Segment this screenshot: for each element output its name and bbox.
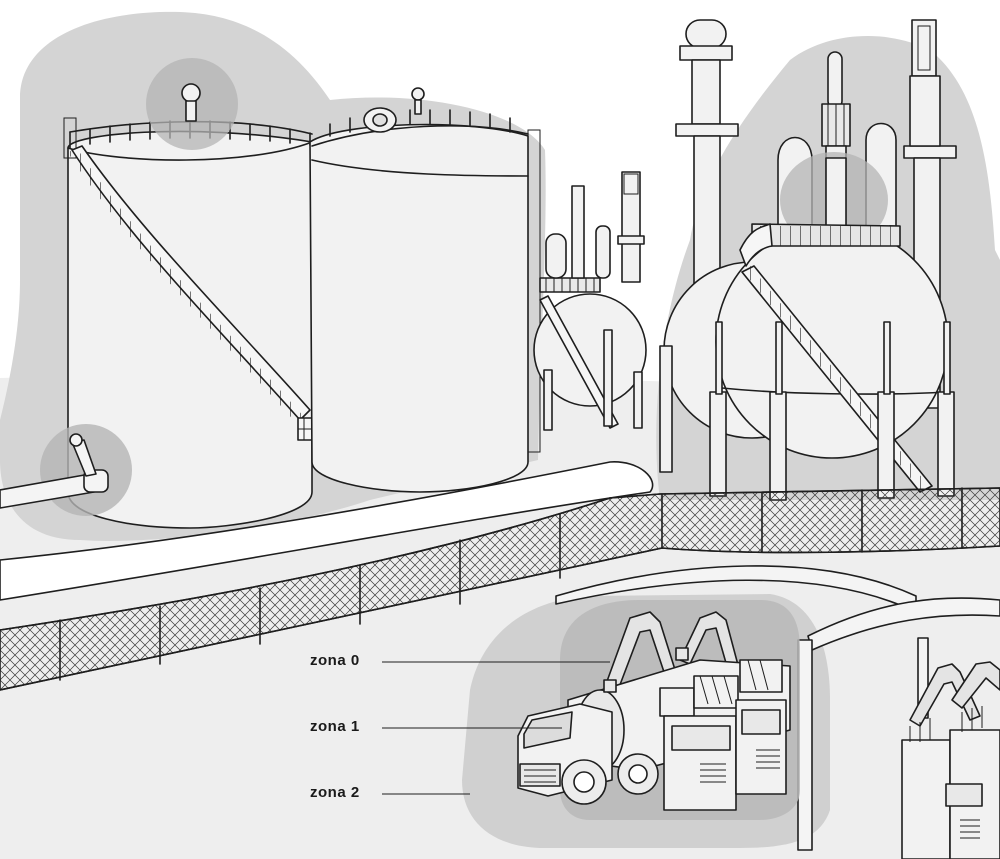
- sphere-tank-far: [533, 171, 647, 431]
- zone-1-label: zona 1: [310, 718, 360, 735]
- zone-2-label: zona 2: [310, 784, 360, 801]
- sphere-tanks-near: [659, 223, 955, 501]
- tanker-truck: [517, 611, 791, 811]
- storage-tank-middle: [309, 87, 541, 493]
- loading-station: [555, 565, 1000, 851]
- pipe-valve: [0, 424, 132, 516]
- zone-0-label: zona 0: [310, 652, 360, 669]
- storage-tank-left: [63, 83, 327, 529]
- loading-station-right: [901, 661, 1000, 859]
- containment-fence: [0, 461, 1000, 691]
